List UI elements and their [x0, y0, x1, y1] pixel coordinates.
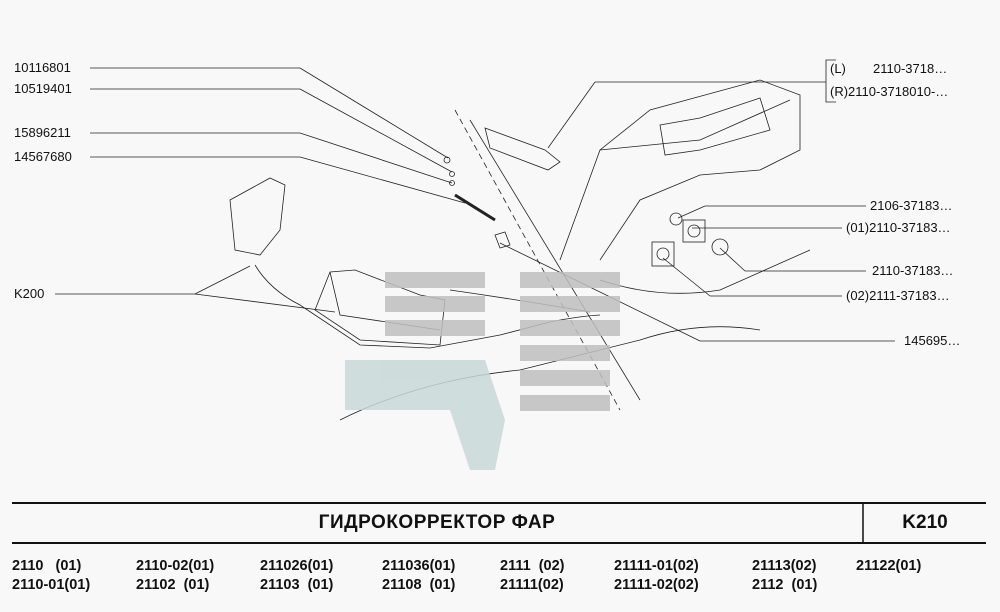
- part-label: 2110-3718…: [873, 61, 948, 76]
- part-label: 15896211: [14, 125, 71, 140]
- model-item: 2110 (01): [12, 558, 82, 574]
- part-label: K200: [14, 286, 45, 301]
- part-label-left-side: (L): [830, 61, 846, 76]
- model-item: 211026(01): [260, 558, 334, 574]
- model-item: 21111-01(02): [614, 558, 699, 574]
- model-item: 2110-01(01): [12, 577, 91, 593]
- model-item: 2111 (02): [500, 558, 565, 574]
- model-item: 211036(01): [382, 558, 456, 574]
- model-item: 21103 (01): [260, 577, 334, 593]
- model-item: 21108 (01): [382, 577, 456, 593]
- model-item: 2110-02(01): [136, 558, 215, 574]
- part-label: 2106-37183…: [870, 198, 953, 213]
- model-item: 21111(02): [500, 577, 564, 593]
- part-label-right-side: (R)2110-3718010-…: [830, 84, 949, 99]
- model-item: 21111-02(02): [614, 577, 699, 593]
- page-title: ГИДРОКОРРЕКТОР ФАР: [318, 512, 556, 533]
- model-item: 21122(01): [856, 558, 922, 574]
- part-label: 10116801: [14, 60, 71, 75]
- section-code: K210: [902, 512, 948, 533]
- part-label: (01)2110-37183…: [846, 220, 951, 235]
- model-item: 2112 (01): [752, 577, 818, 593]
- part-label: 10519401: [14, 81, 72, 96]
- part-label: 2110-37183…: [872, 263, 954, 278]
- part-label: 145695…: [904, 333, 961, 348]
- part-label: 14567680: [14, 149, 72, 164]
- model-item: 21113(02): [752, 558, 817, 574]
- model-item: 21102 (01): [136, 577, 210, 593]
- part-label: (02)2111-37183…: [846, 288, 950, 303]
